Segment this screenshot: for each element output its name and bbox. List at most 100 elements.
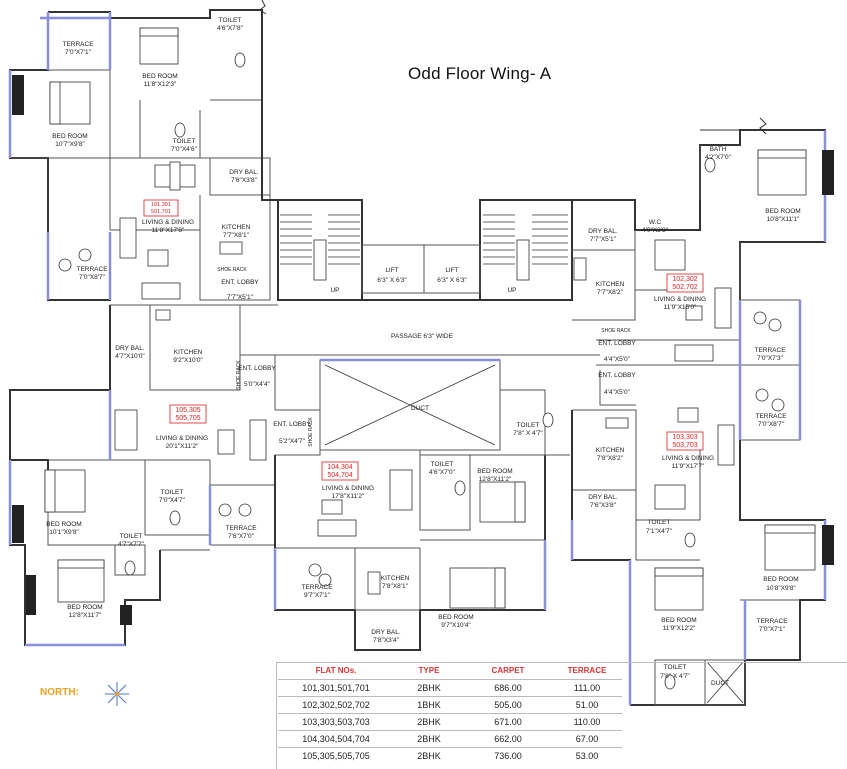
shoe-rack-label: SHOE RACK — [236, 360, 242, 390]
room-dim: 4'4"X5'0" — [604, 356, 631, 363]
table-row: 104,304,504,704 2BHK 662.00 67.00 — [278, 730, 622, 748]
room-name: BED ROOM — [67, 604, 102, 611]
type-cell: 2BHK — [394, 730, 464, 748]
carpet-cell: 686.00 — [464, 679, 552, 697]
room-name: BATH — [710, 146, 727, 153]
room-dim: 7'7"X8'2" — [597, 289, 624, 296]
room-dim: 5'2"X4'7" — [279, 438, 306, 445]
unit-tag-top: 105,305 — [175, 407, 200, 414]
room-name: TOILET — [120, 533, 143, 540]
type-cell: 2BHK — [394, 713, 464, 731]
room-name: TOILET — [161, 489, 184, 496]
room-dim: 10'7"X9'8" — [55, 141, 85, 148]
room-name: LIVING & DINING — [662, 455, 714, 462]
room-name: DRY BAL. — [588, 494, 618, 501]
room-name: TOILET — [219, 17, 242, 24]
terrace-cell: 110.00 — [552, 713, 622, 731]
room-name: ENT. LOBBY — [598, 372, 636, 379]
room-name: DRY BAL. — [115, 345, 145, 352]
room-name: DUCT — [711, 680, 729, 687]
room-name: TERRACE — [62, 41, 94, 48]
room-dim: 7'0"X4'6" — [171, 146, 198, 153]
room-dim: 7'1"X4'7" — [646, 528, 673, 535]
room-dim: 10'8"X9'8" — [766, 585, 796, 592]
plan-title: Odd Floor Wing- A — [408, 64, 552, 83]
room-dim: 7'7"X5'1" — [227, 294, 254, 301]
column-header: TERRACE — [567, 666, 607, 675]
table-row: 103,303,503,703 2BHK 671.00 110.00 — [278, 713, 622, 731]
room-name: BED ROOM — [765, 208, 800, 215]
room-name: TERRACE — [301, 584, 333, 591]
unit-tag-bottom: 502,702 — [672, 284, 697, 291]
flat-area-table: FLAT NOs. TYPE CARPET TERRACE 101,301,50… — [278, 664, 622, 764]
room-dim: 4'7"X7'7" — [118, 541, 145, 548]
table-frame — [276, 662, 847, 769]
room-name: TERRACE — [756, 618, 788, 625]
shoe-rack-label: SHOE RACK — [308, 417, 314, 447]
room-name: KITCHEN — [596, 447, 625, 454]
room-name: LIFT — [445, 267, 458, 274]
room-dim: 7'8" X 4'7" — [660, 673, 690, 680]
room-name: BED ROOM — [438, 614, 473, 621]
room-dim: 12'8"X11'7" — [69, 612, 102, 619]
type-cell: 2BHK — [394, 679, 464, 697]
column-header: TYPE — [418, 666, 440, 675]
table-row: 102,302,502,702 1BHK 505.00 51.00 — [278, 696, 622, 714]
terrace-cell: 111.00 — [552, 679, 622, 697]
unit-tag-bottom: 503,703 — [672, 442, 697, 449]
room-dim: 7'0"X7'1" — [65, 49, 92, 56]
room-name: BED ROOM — [763, 576, 798, 583]
room-name: TOILET — [664, 664, 687, 671]
room-dim: 4'0"X3'8" — [642, 227, 669, 234]
break-marks — [259, 0, 825, 135]
room-name: LIVING & DINING — [142, 219, 194, 226]
flat-nos-cell: 104,304,504,704 — [278, 730, 394, 748]
room-name: TERRACE — [754, 347, 786, 354]
room-dim: 7'8"X8'2" — [597, 455, 624, 462]
room-name: BED ROOM — [661, 617, 696, 624]
room-name: DRY BAL. — [588, 228, 618, 235]
room-name: KITCHEN — [222, 224, 251, 231]
room-dim: 7'8"X8'1" — [382, 583, 409, 590]
room-dim: 12'8"X11'2" — [479, 476, 512, 483]
room-dim: 7'8" X 4'7" — [513, 430, 543, 437]
room-name: ENT. LOBBY — [238, 365, 276, 372]
room-dim: 7'6"X3'8" — [231, 177, 258, 184]
room-dim: 9'7"X7'1" — [304, 592, 331, 599]
room-name: ENT. LOBBY — [598, 340, 636, 347]
room-dim: 10'1"X9'8" — [49, 529, 79, 536]
carpet-cell: 662.00 — [464, 730, 552, 748]
stair-up-label: UP — [330, 287, 339, 294]
room-name: TOILET — [648, 519, 671, 526]
flat-nos-cell: 102,302,502,702 — [278, 696, 394, 714]
table-row: 105,305,505,705 2BHK 736.00 53.00 — [278, 747, 622, 764]
room-dim: 10'8"X11'1" — [767, 216, 800, 223]
carpet-cell: 671.00 — [464, 713, 552, 731]
room-dim: 11'9"X17'7" — [672, 463, 705, 470]
passage-label: PASSAGE 6'3" WIDE — [391, 333, 454, 340]
room-dim: 9'2"X10'0" — [173, 357, 203, 364]
table-row: 101,301,501,701 2BHK 686.00 111.00 — [278, 679, 622, 697]
carpet-cell: 736.00 — [464, 747, 552, 764]
north-compass-icon — [105, 682, 129, 706]
room-dim: 6'3" X 6'3" — [437, 277, 467, 284]
terrace-cell: 67.00 — [552, 730, 622, 748]
room-dim: 7'6"X3'8" — [590, 502, 617, 509]
unit-tag-top: 102,302 — [672, 276, 697, 283]
room-name: KITCHEN — [174, 349, 203, 356]
room-dim: 11'9"X12'2" — [663, 625, 696, 632]
room-dim: 9'7"X10'4" — [441, 622, 471, 629]
flat-nos-cell: 103,303,503,703 — [278, 713, 394, 731]
terrace-cell: 53.00 — [552, 747, 622, 764]
room-name: TERRACE — [225, 525, 257, 532]
room-dim: 20'1"X11'2" — [166, 443, 199, 450]
balcony-grilles — [12, 75, 834, 625]
room-name: KITCHEN — [381, 575, 410, 582]
room-name: TERRACE — [76, 266, 108, 273]
unit-tag-bottom: 501,701 — [151, 209, 171, 215]
room-dim: 5'0"X4'4" — [244, 381, 271, 388]
room-dim: 17'8"X11'2" — [332, 493, 365, 500]
unit-tag-top: 101,301 — [151, 202, 171, 208]
stair-up-label: UP — [507, 287, 516, 294]
